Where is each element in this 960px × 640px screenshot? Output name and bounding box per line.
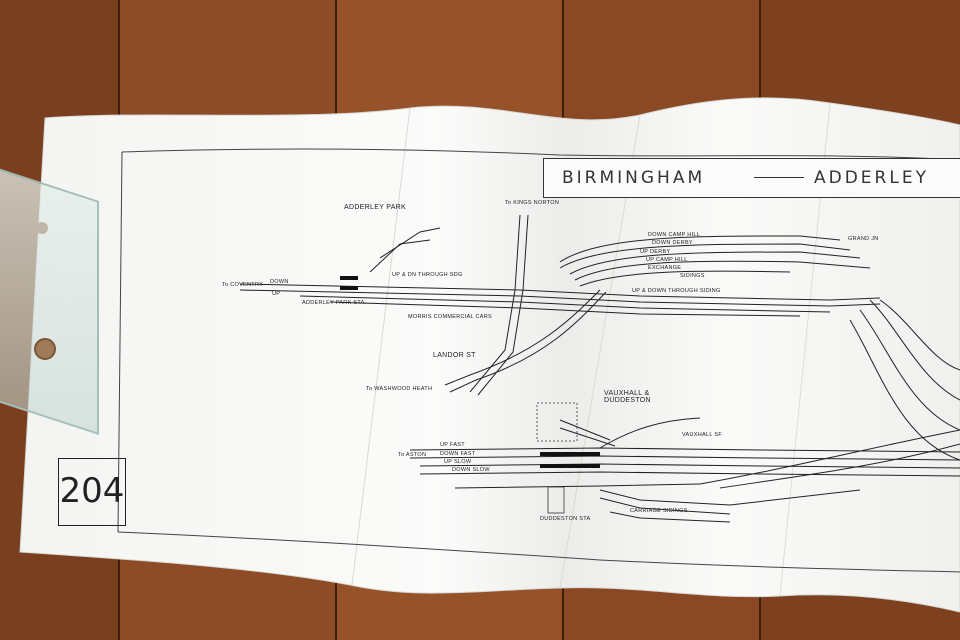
label-up: UP xyxy=(272,291,281,297)
glass-coaster xyxy=(0,159,99,435)
label-to-washwood: To WASHWOOD HEATH xyxy=(366,386,433,392)
label-up-slow: UP SLOW xyxy=(444,459,472,465)
label-vauxhall-sf: VAUXHALL SF xyxy=(682,432,722,438)
label-to-aston: To ASTON xyxy=(398,452,427,458)
label-adderley-park-sta: ADDERLEY PARK STA. xyxy=(302,300,367,306)
map-title-right: ADDERLEY xyxy=(814,168,929,188)
label-down-fast: DOWN FAST xyxy=(440,451,476,457)
label-to-kings-norton: To KINGS NORTON xyxy=(505,200,560,206)
label-down: DOWN xyxy=(270,279,289,285)
label-up-derby: UP DERBY xyxy=(640,249,671,255)
label-vauxhall-duddeston: VAUXHALL & DUDDESTON xyxy=(604,390,651,404)
label-morris-cars: MORRIS COMMERCIAL CARS xyxy=(408,314,493,320)
label-sidings: SIDINGS xyxy=(680,273,705,279)
label-to-coventry: To COVENTRY xyxy=(222,282,264,288)
track-diagram xyxy=(239,214,960,523)
map-title-box: BIRMINGHAM ADDERLEY xyxy=(543,158,960,198)
label-down-slow: DOWN SLOW xyxy=(452,467,490,473)
map-title-left: BIRMINGHAM xyxy=(562,168,706,188)
label-carriage-sidings: CARRIAGE SIDINGS xyxy=(630,508,688,514)
label-up-dn-through: UP & DN THROUGH SDG xyxy=(392,272,463,278)
label-up-fast: UP FAST xyxy=(440,442,465,448)
label-duddeston-sta: DUDDESTON STA xyxy=(540,516,591,522)
sheet-number-box: 204 xyxy=(58,458,126,526)
sheet-number: 204 xyxy=(59,471,125,511)
glass-coaster-foot xyxy=(34,338,56,360)
title-dash xyxy=(754,177,804,178)
label-grand-jn: GRAND JN xyxy=(848,236,879,242)
label-exchange: EXCHANGE xyxy=(648,265,682,271)
label-down-camp-hill: DOWN CAMP HILL xyxy=(648,232,701,238)
label-adderley-park: ADDERLEY PARK xyxy=(344,204,406,211)
label-landor-st: LANDOR ST xyxy=(433,352,476,359)
label-down-derby: DOWN DERBY xyxy=(652,240,693,246)
label-up-dn-through-siding: UP & DOWN THROUGH SIDING xyxy=(632,288,721,294)
label-up-camp-hill: UP CAMP HILL xyxy=(646,257,688,263)
